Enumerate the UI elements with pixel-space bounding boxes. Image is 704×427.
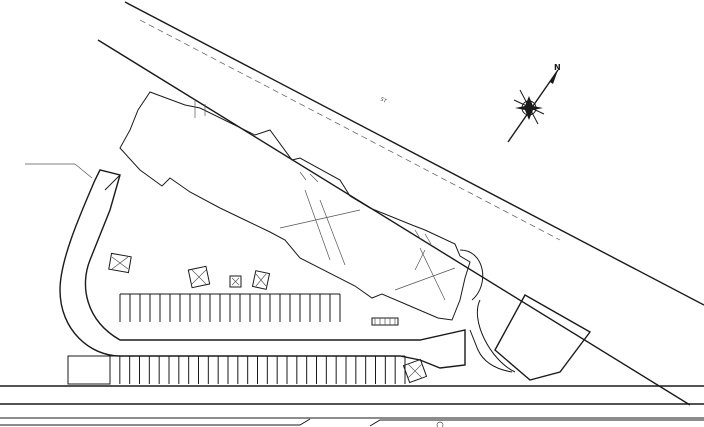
- upper-street: [97, 1, 704, 406]
- planter-boxes: [108, 252, 428, 384]
- north-label: N: [554, 63, 561, 72]
- small-structure: [67, 355, 111, 385]
- driveway-curve: [476, 299, 516, 373]
- street-label: ST: [379, 96, 388, 105]
- parking-lot: [59, 169, 513, 373]
- pad-building: [494, 294, 592, 381]
- side-callout: [25, 163, 93, 179]
- north-arrow-icon: N: [507, 63, 561, 143]
- lower-street: [0, 385, 704, 427]
- generator-enclosure: [371, 317, 399, 326]
- main-building: [119, 91, 484, 321]
- upper-parking-row: [119, 293, 341, 322]
- lower-parking-row: [109, 355, 406, 384]
